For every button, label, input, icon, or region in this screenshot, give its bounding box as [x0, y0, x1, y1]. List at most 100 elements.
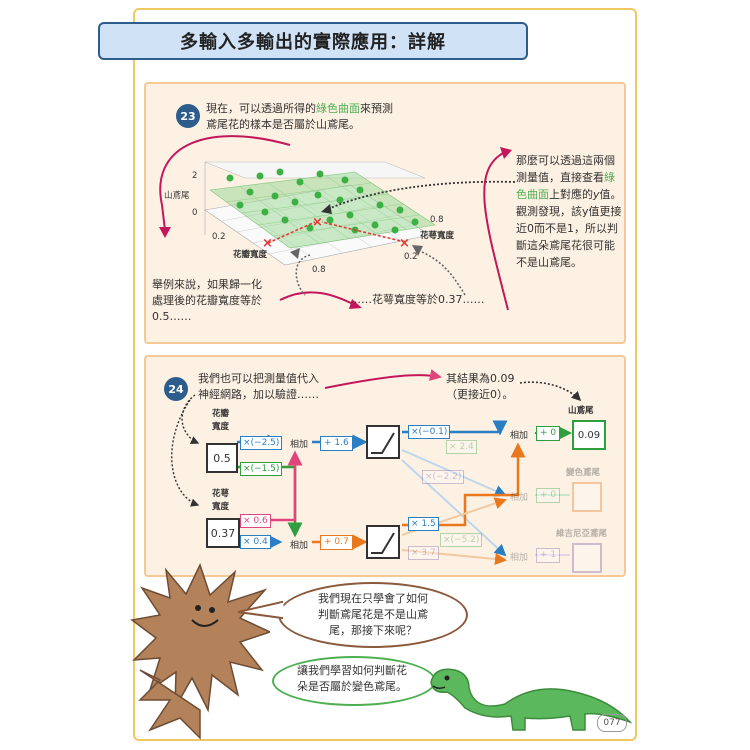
conclusion-line-4: 觀測發現，該y值更接 [516, 205, 622, 218]
example-line-1: 舉例來說，如果歸一化 [152, 278, 262, 291]
intro-text-line2: 鳶尾花的樣本是否屬於山鳶尾。 [206, 118, 360, 131]
output2-label: 變色鳶尾 [566, 468, 601, 478]
weight-v22: ×(−5.2) [440, 533, 483, 547]
sum-hidden-1: 相加 [290, 440, 309, 450]
y-tick-02: 0.2 [404, 252, 418, 262]
dino-speech: 讓我們學習如何判斷花 朵是否屬於變色鳶尾。 [284, 663, 420, 695]
bias-o1: + 0 [536, 426, 561, 441]
arrow-to-sepal [279, 291, 356, 306]
input1-label: 花瓣 寬度 [212, 408, 229, 434]
sum-out-2: 相加 [510, 493, 529, 503]
weight-v21: × 1.5 [408, 517, 439, 531]
hedgehog-bubble-tail [238, 600, 284, 620]
z-tick-0: 0 [192, 208, 198, 218]
weight-v12: × 2.4 [446, 440, 477, 454]
weight-v13: ×(−2.2) [422, 470, 465, 484]
step24-intro: 我們也可以把測量值代入 神經網路，加以驗證…… [198, 371, 319, 403]
hedgehog-eye-right [209, 607, 215, 613]
conclusion-line-6: 斷這朵鳶尾花很可能 [516, 239, 615, 252]
conclusion-line-2: 測量值，直接查看 [516, 171, 604, 184]
output2-box [572, 482, 602, 512]
page-title: 多輸入多輸出的實際應用：詳解 [180, 32, 446, 53]
input2-label-1: 花萼 [212, 489, 230, 499]
z-tick-2: 2 [192, 171, 198, 181]
input1-label-2: 寬度 [212, 422, 230, 432]
x-tick-08: 0.8 [312, 265, 326, 275]
conclusion-text: 那麼可以透過這兩個 測量值，直接查看綠 色曲面上對應的y值。 觀測發現，該y值更… [516, 152, 622, 271]
conclusion-green-1: 綠 [604, 171, 615, 184]
output1-box: 0.09 [572, 420, 606, 450]
dino-eye [444, 675, 450, 681]
sum-out-3: 相加 [510, 553, 529, 563]
input1-box: 0.5 [206, 443, 238, 473]
output1-label: 山鳶尾 [568, 406, 594, 416]
step24-intro-1: 我們也可以把測量值代入 [198, 372, 319, 385]
hedgehog-line-2: 判斷鳶尾花是不是山鳶 [318, 608, 428, 621]
hedgehog-smile [191, 619, 219, 627]
bias-o2: + 0 [536, 488, 561, 503]
weight-w22: × 0.4 [240, 535, 271, 549]
input2-label-2: 寬度 [212, 502, 230, 512]
hedgehog-spikes-lower [138, 669, 201, 740]
example-text: 舉例來說，如果歸一化 處理後的花瓣寬度等於 0.5…… [152, 277, 262, 325]
title-banner: 多輸入多輸出的實際應用：詳解 [98, 22, 528, 60]
conclusion-line-7: 不是山鳶尾。 [516, 256, 582, 269]
green-surface [209, 171, 436, 249]
relu-node-2 [366, 525, 400, 559]
sum-out-1: 相加 [510, 431, 529, 441]
arrow-to-example [159, 135, 291, 231]
hedgehog-character [130, 563, 270, 740]
page-number: 077 [597, 714, 627, 732]
conclusion-line-5: 近0而不是1，所以判 [516, 222, 618, 235]
sepal-text: ……花萼寬度等於0.37…… [350, 293, 485, 306]
output3-box [572, 543, 602, 573]
sample-points [226, 168, 419, 234]
input2-box: 0.37 [206, 518, 240, 548]
x-axis-label: 花瓣寬度 [233, 250, 268, 260]
y-axis-label: 花萼寬度 [420, 231, 455, 241]
arrow-to-conclusion [483, 151, 509, 311]
input1-label-1: 花瓣 [212, 409, 230, 419]
petal-projection-line [267, 221, 316, 244]
x-tick-02: 0.2 [212, 232, 226, 242]
hedgehog-speech-bubble [278, 582, 468, 648]
surface-plot: × × × [204, 161, 436, 266]
sepal-projection-line [321, 221, 406, 243]
conclusion-green-2: 色曲面 [516, 188, 549, 201]
hedgehog-speech: 我們現在只學會了如何 判斷鳶尾花是不是山鳶 尾，那接下來呢？ [306, 591, 440, 639]
y-tick-08: 0.8 [430, 215, 444, 225]
output3-label: 維吉尼亞鳶尾 [556, 529, 608, 539]
step24-intro-2: 神經網路，加以驗證…… [198, 388, 319, 401]
conclusion-line-1: 那麼可以透過這兩個 [516, 154, 615, 167]
sum-hidden-2: 相加 [290, 541, 309, 551]
conclusion-y: y [593, 188, 600, 201]
weight-w12: ×(−1.5) [240, 462, 283, 476]
arrow-to-input2 [171, 399, 200, 507]
arrow-to-result [324, 369, 442, 389]
dino-line-1: 讓我們學習如何判斷花 [297, 664, 407, 677]
panel1-arrows [159, 135, 516, 311]
step24-result: 其結果為0.09 （更接近0）。 [446, 371, 515, 403]
weight-w11: ×(−2.5) [240, 436, 283, 450]
example-line-3: 0.5…… [152, 310, 192, 323]
hedgehog-line-1: 我們現在只學會了如何 [318, 592, 428, 605]
weight-w21: × 0.6 [240, 514, 271, 528]
bias-o3: + 1 [536, 548, 561, 563]
example-line-2: 處理後的花瓣寬度等於 [152, 294, 262, 307]
relu-curve-icon [371, 432, 395, 454]
intersect-marker-x: × [312, 215, 323, 230]
relu-curve-icon [371, 532, 395, 554]
z-axis-label: 山鳶尾 [164, 191, 190, 201]
intro-green-text: 綠色曲面 [316, 102, 360, 115]
step23-intro: 現在，可以透過所得的綠色曲面來預測 鳶尾花的樣本是否屬於山鳶尾。 [206, 101, 393, 133]
result-line-2: （更接近0）。 [446, 388, 514, 401]
dotted-petal-arrow [295, 254, 311, 296]
step24-badge: 24 [164, 377, 188, 401]
dino-speech-bubble [272, 656, 436, 706]
step23-badge: 23 [176, 104, 200, 128]
dotted-sepal-arrow [417, 249, 466, 296]
conclusion-line-3: 上對應的 [549, 188, 593, 201]
weight-v23: × 3.7 [408, 546, 439, 560]
intro-text-a: 現在，可以透過所得的 [206, 102, 316, 115]
hedgehog-eye-left [195, 605, 201, 611]
